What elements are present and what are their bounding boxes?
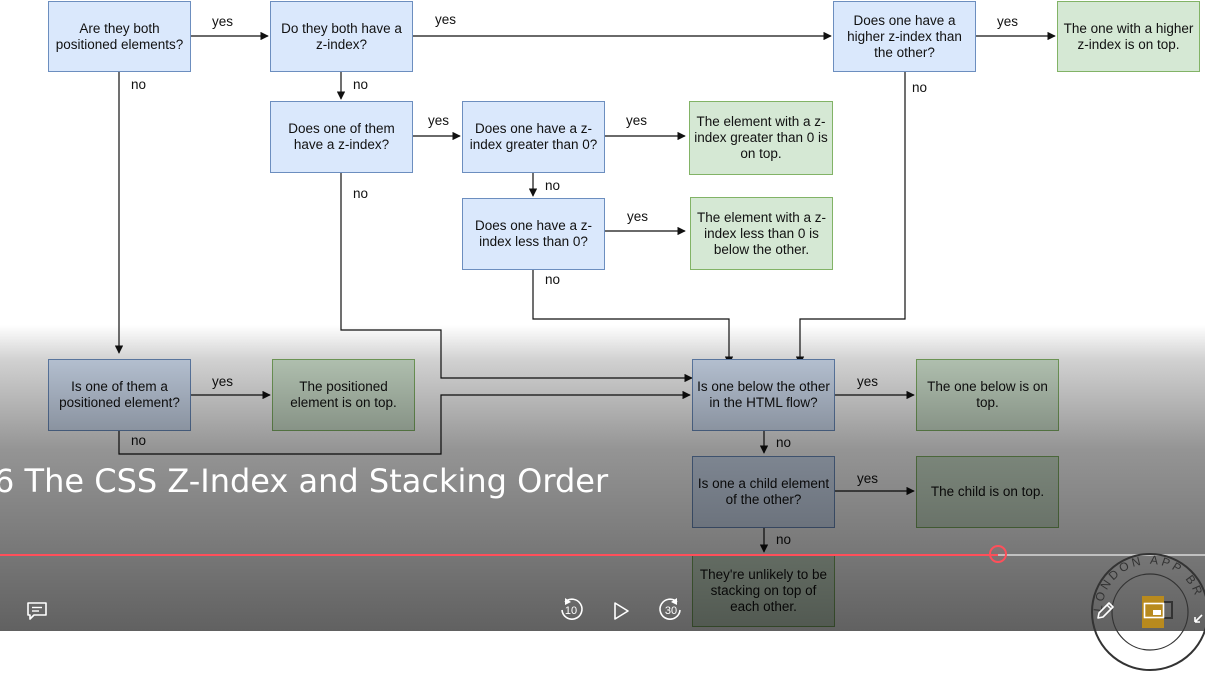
video-title: 6 The CSS Z-Index and Stacking Order xyxy=(0,462,609,500)
label-no: no xyxy=(776,435,792,450)
flowchart-connectors xyxy=(114,31,1056,553)
captions-button[interactable] xyxy=(24,598,50,624)
progress-bar[interactable] xyxy=(0,554,1205,556)
node-result-unlikely: They're unlikely to be stacking on top o… xyxy=(692,555,835,627)
node-result-less-zero: The element with a z-index less than 0 i… xyxy=(690,197,833,270)
forward-30-button[interactable]: 30 xyxy=(657,596,685,626)
annotate-button[interactable] xyxy=(1092,598,1118,624)
node-one-positioned: Is one of them a positioned element? xyxy=(48,359,191,431)
label-no: no xyxy=(131,433,147,448)
forward-seconds: 30 xyxy=(664,605,678,617)
label-yes: yes xyxy=(212,374,234,389)
label-no: no xyxy=(912,80,928,95)
label-yes: yes xyxy=(428,113,450,128)
fullscreen-icon xyxy=(1194,614,1203,623)
label-no: no xyxy=(545,272,561,287)
rewind-10-button[interactable]: 10 xyxy=(557,596,585,626)
node-both-zindex: Do they both have a z-index? xyxy=(270,1,413,72)
rewind-icon xyxy=(561,598,583,620)
node-less-zero: Does one have a z-index less than 0? xyxy=(462,198,605,270)
node-below-flow: Is one below the other in the HTML flow? xyxy=(692,359,835,431)
node-child: Is one a child element of the other? xyxy=(692,456,835,528)
rewind-seconds: 10 xyxy=(564,605,578,617)
play-button[interactable] xyxy=(608,598,634,624)
logo-badge: LONDON APP BR xyxy=(1091,553,1205,671)
label-yes: yes xyxy=(212,14,234,29)
label-yes: yes xyxy=(435,12,457,27)
forward-icon xyxy=(659,598,681,620)
node-result-below: The one below is on top. xyxy=(916,359,1059,431)
label-yes: yes xyxy=(626,113,648,128)
node-result-higher-zindex: The one with a higher z-index is on top. xyxy=(1057,1,1200,72)
progress-scrubber-handle[interactable] xyxy=(988,545,1007,563)
label-no: no xyxy=(545,178,561,193)
label-yes: yes xyxy=(857,374,879,389)
progress-bar-fill xyxy=(0,554,998,556)
label-no: no xyxy=(776,532,792,547)
play-icon xyxy=(614,602,629,620)
label-yes: yes xyxy=(857,471,879,486)
label-yes: yes xyxy=(627,209,649,224)
node-result-positioned: The positioned element is on top. xyxy=(272,359,415,431)
label-yes: yes xyxy=(997,14,1019,29)
node-higher-zindex: Does one have a higher z-index than the … xyxy=(833,1,976,72)
node-both-positioned: Are they both positioned elements? xyxy=(48,1,191,72)
fullscreen-button[interactable] xyxy=(1193,604,1205,624)
node-result-greater-zero: The element with a z-index greater than … xyxy=(689,101,833,175)
label-no: no xyxy=(353,77,369,92)
node-result-child: The child is on top. xyxy=(916,456,1059,528)
pen-icon xyxy=(1097,602,1114,619)
picture-in-picture-icon xyxy=(1143,602,1165,619)
captions-icon xyxy=(27,602,47,620)
edge-less-no xyxy=(532,270,734,365)
node-greater-zero: Does one have a z-index greater than 0? xyxy=(462,101,605,173)
label-no: no xyxy=(131,77,147,92)
picture-in-picture-button[interactable] xyxy=(1141,599,1167,623)
node-one-zindex: Does one of them have a z-index? xyxy=(270,101,413,173)
label-no: no xyxy=(353,186,369,201)
